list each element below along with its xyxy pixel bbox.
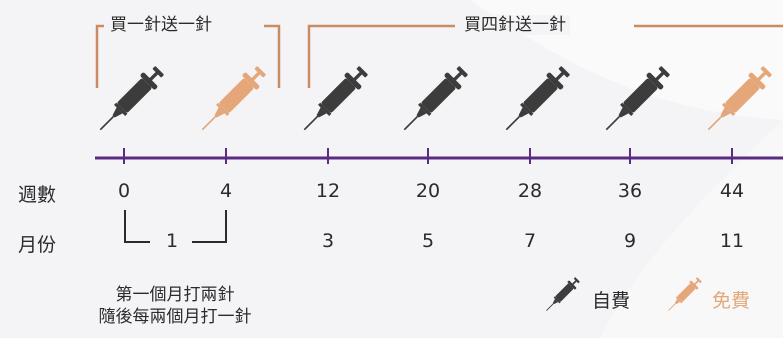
- week-label: 28: [517, 180, 543, 202]
- legend-free-syringe-icon: [664, 275, 704, 315]
- week-label: 0: [117, 180, 131, 202]
- month-label: 5: [421, 230, 435, 252]
- legend-paid-syringe-icon: [542, 275, 582, 315]
- syringe-icon: [194, 62, 270, 138]
- schedule-note: 第一個月打兩針 隨後每兩個月打一針: [40, 284, 310, 328]
- syringe-icon: [396, 62, 472, 138]
- syringe-icon: [598, 62, 674, 138]
- bracket-second-left: [307, 24, 455, 88]
- month-label: 3: [321, 230, 335, 252]
- bracket-label-buy-four-get-one: 買四針送一針: [460, 15, 570, 35]
- week-label: 4: [219, 180, 233, 202]
- schedule-note-line1: 第一個月打兩針: [115, 285, 235, 305]
- month-label: 11: [719, 230, 745, 252]
- legend-free-label: 免費: [712, 290, 751, 312]
- week-label: 44: [719, 180, 745, 202]
- week-label: 12: [315, 180, 341, 202]
- month-label-first: 1: [165, 230, 179, 252]
- syringe-icon: [700, 62, 776, 138]
- week-label: 20: [415, 180, 441, 202]
- syringe-icon: [92, 62, 168, 138]
- bracket-first-left: [95, 24, 104, 88]
- schedule-note-line2: 隨後每兩個月打一針: [98, 307, 252, 327]
- syringe-icon: [296, 62, 372, 138]
- month-label: 9: [623, 230, 637, 252]
- week-label: 36: [617, 180, 643, 202]
- legend-paid-label: 自費: [592, 290, 631, 312]
- bracket-label-buy-one-get-one: 買一針送一針: [106, 15, 216, 35]
- syringe-icon: [498, 62, 574, 138]
- bracket-first-right: [264, 24, 281, 88]
- row-label-months: 月份: [18, 234, 57, 256]
- month-label: 7: [523, 230, 537, 252]
- row-label-weeks: 週數: [18, 184, 57, 206]
